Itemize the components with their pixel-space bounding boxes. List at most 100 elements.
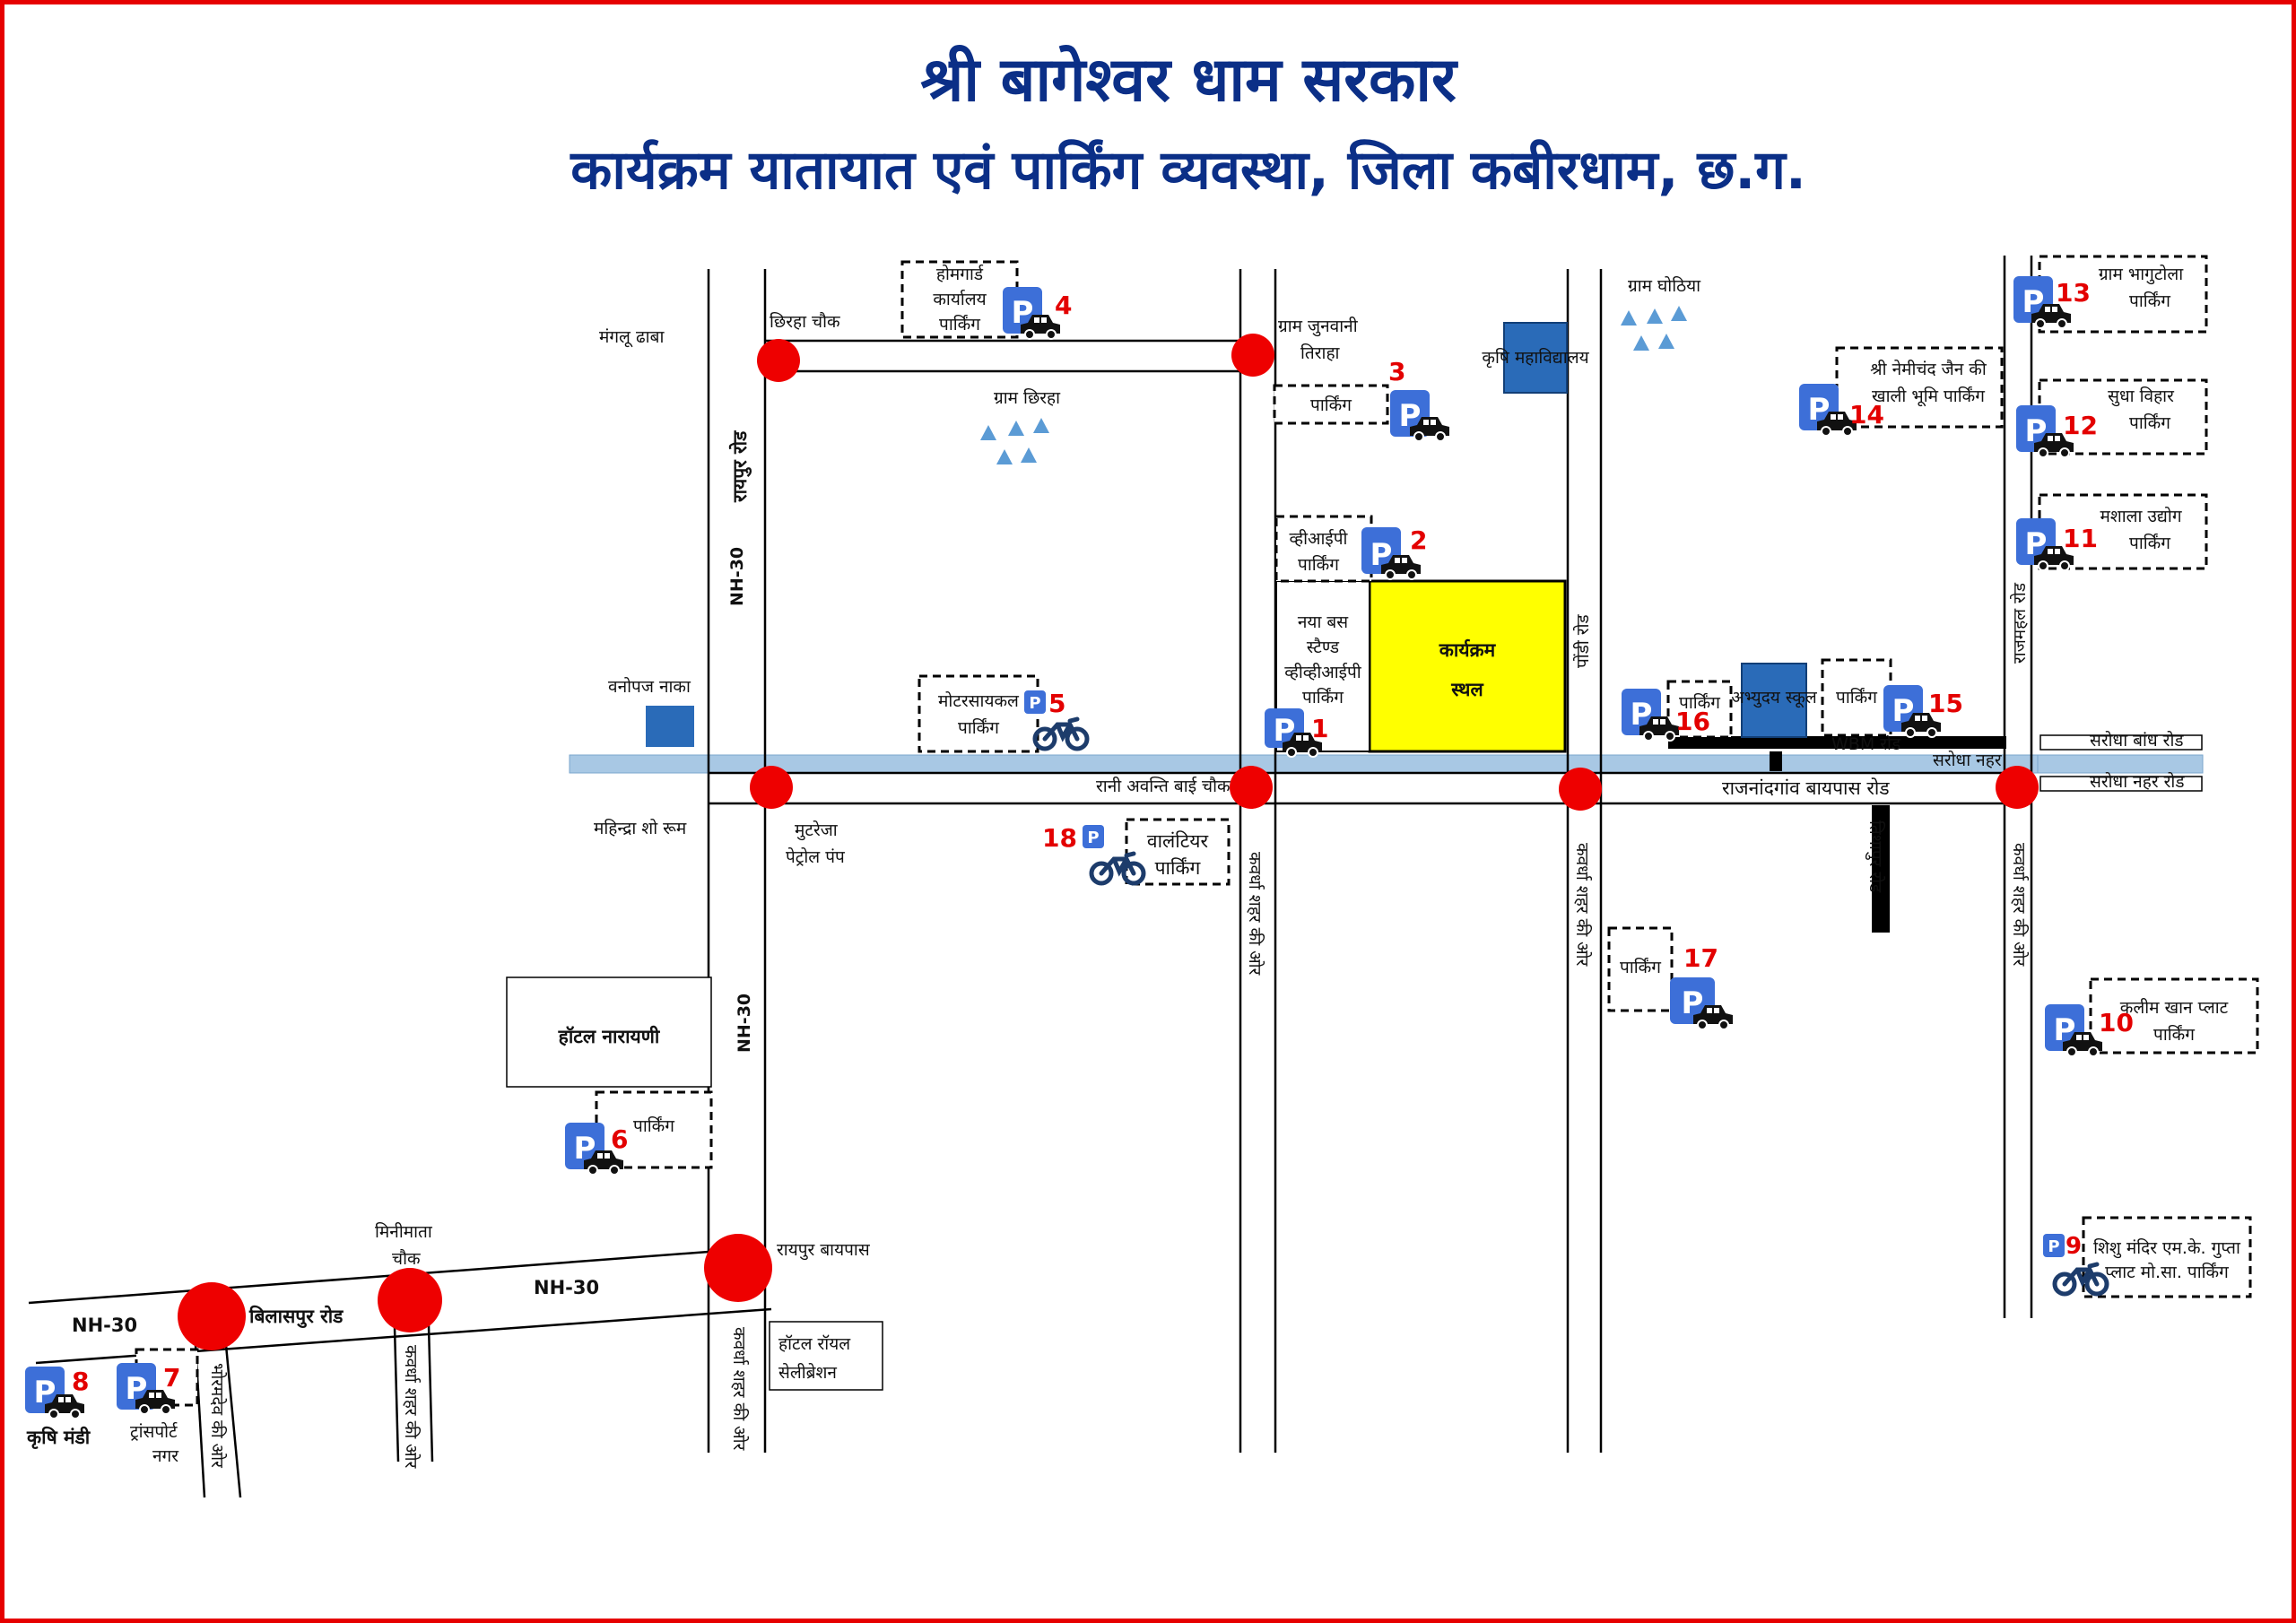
abhyuday-school-label: अभ्युदय स्कूल	[1731, 688, 1818, 708]
bilaspur-road-label: बिलासपुर रोड	[248, 1305, 344, 1329]
minimata-label: मिनीमाता	[375, 1221, 433, 1242]
mutreja-label: मुटरेजा	[795, 820, 839, 841]
transport-nagar-label: ट्रांसपोर्ट	[130, 1421, 178, 1442]
svg-text:श्री नेमीचंद जैन की: श्री नेमीचंद जैन की	[1870, 359, 1987, 379]
svg-text:शिशु मंदिर एम.के. गुप्ता: शिशु मंदिर एम.के. गुप्ता	[2093, 1237, 2241, 1259]
svg-text:पार्किंग: पार्किंग	[633, 1115, 674, 1136]
abhyuday-school-building	[1741, 663, 1807, 738]
parking-number: 5	[1048, 689, 1065, 718]
parking-area-16[interactable]: पार्किंग P 16	[1622, 680, 1733, 742]
parking-number: 8	[72, 1367, 89, 1396]
event-venue-label-line1: कार्यक्रम	[1439, 638, 1497, 661]
vanopaj-naka-label: वनोपज नाका	[608, 676, 691, 697]
saroda-dam-road-label: सरोधा बांध रोड	[2090, 730, 2184, 751]
rani-avanti-chowk-label: रानी अवन्ति बाई चौक	[1096, 776, 1231, 796]
parking-sign-icon	[1024, 690, 1046, 714]
svg-text:P: P	[1029, 694, 1040, 713]
parking-number: 2	[1410, 525, 1427, 555]
parking-area-13[interactable]: ग्राम भागुटोला पार्किंग P 13	[2013, 255, 2208, 334]
svg-text:मोटरसायकल: मोटरसायकल	[938, 690, 1020, 711]
svg-text:पार्किंग: पार्किंग	[1620, 957, 1661, 977]
parking-area-9[interactable]: शिशु मंदिर एम.के. गुप्ता प्लाट मो.सा. पा…	[2043, 1216, 2252, 1298]
parking-area-15[interactable]: पार्किंग P 15	[1821, 658, 1963, 738]
tithapur-road-label: तिथापुर रोड	[1865, 820, 1886, 893]
chhirha-chowk-label: छिरहा चौक	[770, 311, 840, 332]
parking-area-8[interactable]: P 8	[25, 1367, 89, 1419]
parking-area-7[interactable]: P 7	[117, 1348, 199, 1415]
mutreja-petrol-pump-label: पेट्रोल पंप	[786, 846, 846, 867]
bhoramdev-road-label: भोरमदेव की ओर	[207, 1363, 228, 1469]
nahar-road-label: सरोधा नहर रोड	[2090, 771, 2185, 792]
svg-text:पार्किंग: पार्किंग	[1836, 687, 1877, 707]
parking-number: 6	[611, 1124, 628, 1154]
kawardha-city-3-label: कवर्धा शहर की ओर	[2009, 843, 2030, 968]
event-venue-label-line2: स्थल	[1450, 679, 1483, 700]
junction-marker-icon	[704, 1234, 772, 1302]
parking-area-18[interactable]: वालंटियर पार्किंग P 18	[1042, 818, 1231, 886]
new-bus-stand-line2: स्टैण्ड	[1307, 637, 1340, 657]
hotel-narayani-box	[506, 976, 712, 1088]
gram-junwani-label: ग्राम जुनवानी	[1278, 316, 1359, 337]
junction-markers	[178, 334, 2039, 1350]
svg-text:ग्राम भागुटोला: ग्राम भागुटोला	[2099, 264, 2184, 285]
svg-text:प्लाट मो.सा. पार्किंग: प्लाट मो.सा. पार्किंग	[2105, 1262, 2229, 1282]
parking-number: 9	[2066, 1233, 2082, 1260]
parking-area-12[interactable]: सुधा विहार पार्किंग P 12	[2016, 378, 2208, 458]
parking-sign-icon	[2043, 1234, 2065, 1257]
kawardha-city-4-label: कवर्धा शहर की ओर	[729, 1327, 750, 1452]
svg-text:पार्किंग: पार्किंग	[1155, 857, 1202, 879]
new-bus-stand-line4: पार्किंग	[1302, 687, 1344, 707]
nh30-diagonal-label: NH-30	[534, 1277, 599, 1298]
svg-text:P: P	[2048, 1237, 2059, 1256]
junction-marker-icon	[178, 1282, 246, 1350]
parking-area-10[interactable]: कलीम खान प्लाट पार्किंग P 10	[2045, 977, 2259, 1057]
svg-text:होमगार्ड: होमगार्ड	[936, 264, 984, 284]
nh30-lower-label: NH-30	[735, 994, 754, 1053]
parking-area-5[interactable]: मोटरसायकल पार्किंग P 5	[918, 674, 1087, 753]
parking-area-14[interactable]: श्री नेमीचंद जैन की खाली भूमि पार्किंग P…	[1799, 346, 2004, 437]
krishi-mandi-label: कृषि मंडी	[26, 1426, 91, 1450]
junction-marker-icon	[750, 766, 793, 809]
minimata-chowk-label: चौक	[392, 1248, 421, 1269]
svg-text:व्हीआईपी: व्हीआईपी	[1290, 528, 1349, 549]
parking-area-3[interactable]: पार्किंग P 3	[1273, 357, 1450, 442]
parking-area-6[interactable]: पार्किंग P 6	[565, 1090, 713, 1176]
svg-text:P: P	[1087, 829, 1099, 847]
gram-junwani-tiraha-label: तिराहा	[1300, 343, 1341, 363]
parking-area-2[interactable]: व्हीआईपी पार्किंग P 2	[1274, 515, 1427, 583]
manglu-dhaba-label: मंगलू ढाबा	[599, 327, 665, 348]
saroda-nahar-label: सरोधा नहर	[1933, 750, 2003, 770]
junction-marker-icon	[1996, 766, 2039, 809]
new-bus-stand-line3: व्हीव्हीआईपी	[1284, 662, 1362, 682]
rajmahal-road-label: राजमहल रोड	[2009, 582, 2030, 664]
new-bus-stand-line1: नया बस	[1298, 612, 1349, 632]
vanopaj-naka-building	[646, 706, 694, 747]
svg-text:पार्किंग: पार्किंग	[1310, 395, 1352, 415]
parking-number: 18	[1042, 823, 1077, 853]
parking-area-1[interactable]: P 1	[1265, 708, 1328, 758]
parking-area-17[interactable]: पार्किंग P 17	[1607, 926, 1734, 1030]
parking-number: 14	[1849, 400, 1884, 430]
parking-sign-icon	[1083, 825, 1104, 848]
junction-marker-icon	[378, 1268, 442, 1332]
pondi-road-label: पोंडी रोड	[1572, 613, 1593, 668]
krishi-college-label: कृषि महाविद्यालय	[1482, 347, 1589, 369]
map-title: श्री बागेश्वर धाम सरकार	[920, 45, 1458, 116]
saroda-canal-east	[2037, 754, 2204, 774]
nh30-far-label: NH-30	[72, 1315, 137, 1336]
svg-text:सुधा विहार: सुधा विहार	[2108, 386, 2175, 407]
hotel-royal-celebration-label: सेलीब्रेशन	[778, 1362, 837, 1383]
transport-nagar-line2-label: नगर	[152, 1446, 179, 1466]
junction-marker-icon	[1230, 766, 1273, 809]
parking-number: 11	[2063, 524, 2098, 553]
svg-text:पार्किंग: पार्किंग	[2129, 291, 2170, 311]
parking-area-11[interactable]: मशाला उद्योग पार्किंग P 11	[2016, 493, 2208, 571]
kawardha-city-2-label: कवर्धा शहर की ओर	[1572, 843, 1593, 968]
parking-area-4[interactable]: होमगार्ड कार्यालय पार्किंग P 4	[900, 260, 1072, 340]
nh30-upper-label: NH-30	[727, 547, 747, 606]
svg-text:खाली भूमि पार्किंग: खाली भूमि पार्किंग	[1872, 386, 1985, 407]
parking-number: 7	[163, 1363, 180, 1393]
map-subtitle: कार्यक्रम यातायात एवं पार्किंग व्यवस्था,…	[570, 139, 1806, 202]
